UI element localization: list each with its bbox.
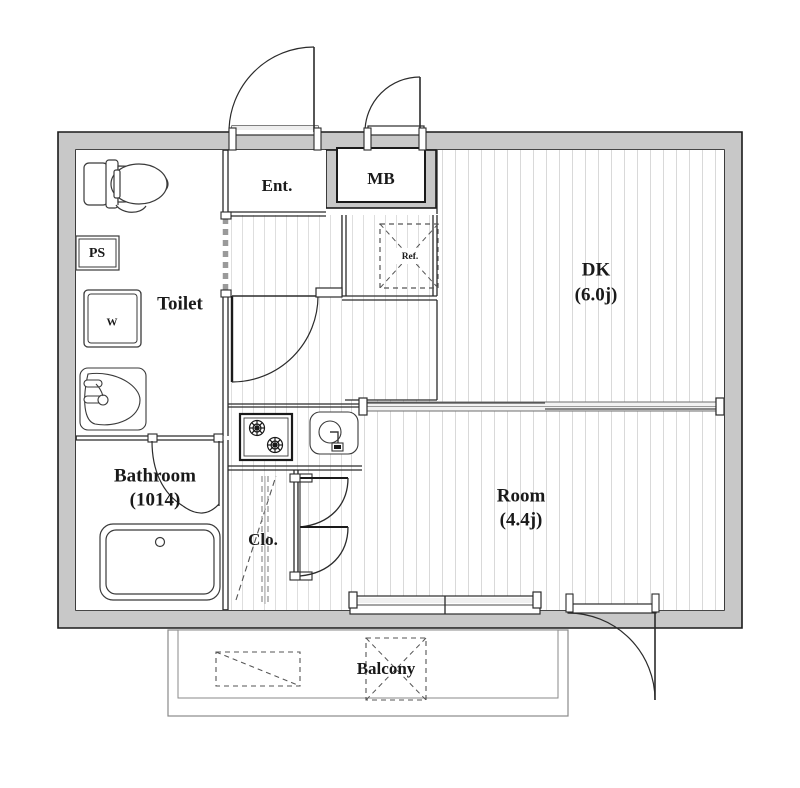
room-labels: Ent. MB Toilet Bathroom (1014) Clo. DK (…	[114, 169, 617, 549]
washroom-door[interactable]	[230, 287, 343, 383]
room-floor	[345, 400, 724, 610]
closet-label: Clo.	[248, 530, 278, 549]
room-exterior-door[interactable]	[565, 593, 660, 701]
balcony: Balcony	[167, 629, 569, 717]
toilet-label: Toilet	[157, 293, 203, 314]
washer-label: W	[107, 317, 118, 329]
balcony-label: Balcony	[357, 659, 416, 678]
closet-door[interactable]	[289, 473, 349, 581]
balcony-sliding-window[interactable]	[348, 591, 542, 615]
pipe-shaft-label: PS	[89, 246, 106, 261]
bathroom-door[interactable]	[147, 433, 224, 514]
bathtub	[99, 523, 221, 601]
kitchen-floor	[345, 215, 437, 400]
room-size-label: (4.4j)	[500, 509, 543, 530]
meter-box-label: MB	[367, 169, 394, 188]
entrance-door[interactable]	[228, 46, 322, 151]
room-label-text: Room	[497, 485, 546, 506]
refrigerator-label: Ref.	[402, 252, 419, 262]
refrigerator-space: Ref.	[379, 223, 439, 289]
kitchen-sink	[309, 411, 359, 455]
entrance-label: Ent.	[262, 176, 293, 195]
meter-box-door[interactable]	[363, 76, 427, 151]
dk-room-sliding-partition[interactable]	[358, 397, 725, 416]
dashed-partition	[220, 211, 232, 298]
entrance-floor	[228, 150, 326, 212]
bathroom-label: Bathroom	[114, 465, 196, 486]
toilet-fixture	[83, 159, 169, 213]
washbasin	[79, 367, 147, 431]
pipe-shaft: PS	[75, 235, 120, 271]
washer-space: W	[83, 289, 142, 348]
bathroom-size-label: (1014)	[130, 489, 181, 510]
dk-floor	[437, 150, 724, 400]
dk-size-label: (6.0j)	[575, 284, 618, 305]
gas-stove	[238, 412, 294, 462]
closet-interior	[235, 475, 277, 604]
dk-label: DK	[582, 259, 611, 280]
